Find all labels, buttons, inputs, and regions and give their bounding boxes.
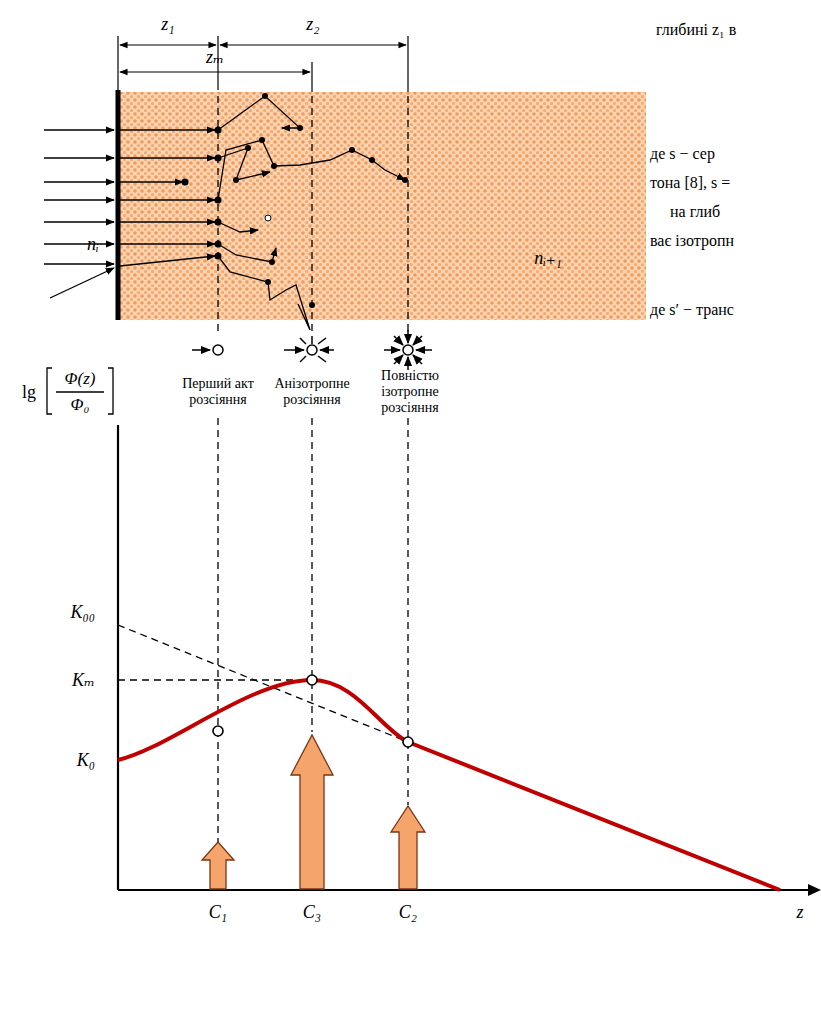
refractive-index: nᵢ₊₁ (534, 248, 562, 269)
axis-tick-label: K₀ (77, 750, 95, 771)
body-text: тона [8], s = (650, 174, 730, 192)
axis-tick-label: K₀₀ (70, 602, 95, 623)
stage-caption: Повністю ізотропне розсіяння (369, 368, 451, 416)
stage-caption: Анізотропне розсіяння (266, 376, 358, 408)
body-text: на глиб (670, 203, 720, 221)
axis-label: z (796, 902, 803, 923)
dimension-label: z₁ (161, 14, 174, 35)
body-text: де s − сер (650, 145, 715, 163)
dimension-label: z₂ (306, 14, 319, 35)
axis-label: lg (22, 382, 36, 403)
axis-tick-label: C₂ (399, 902, 417, 923)
axis-tick-label: C₃ (303, 902, 321, 923)
body-text: де s′ − транс (650, 301, 734, 319)
axis-tick-label: C₁ (209, 902, 227, 923)
dimension-label: zₘ (206, 47, 224, 68)
axis-label: Φ(z) (65, 369, 96, 389)
stage-caption: Перший акт розсіяння (177, 376, 259, 408)
refractive-index: nᵢ (87, 234, 99, 255)
axis-label: Φ₀ (71, 395, 90, 415)
axis-tick-label: Kₘ (72, 670, 95, 691)
body-text: глибині z₁ в (656, 21, 736, 39)
body-text: ває ізотропн (650, 232, 734, 250)
